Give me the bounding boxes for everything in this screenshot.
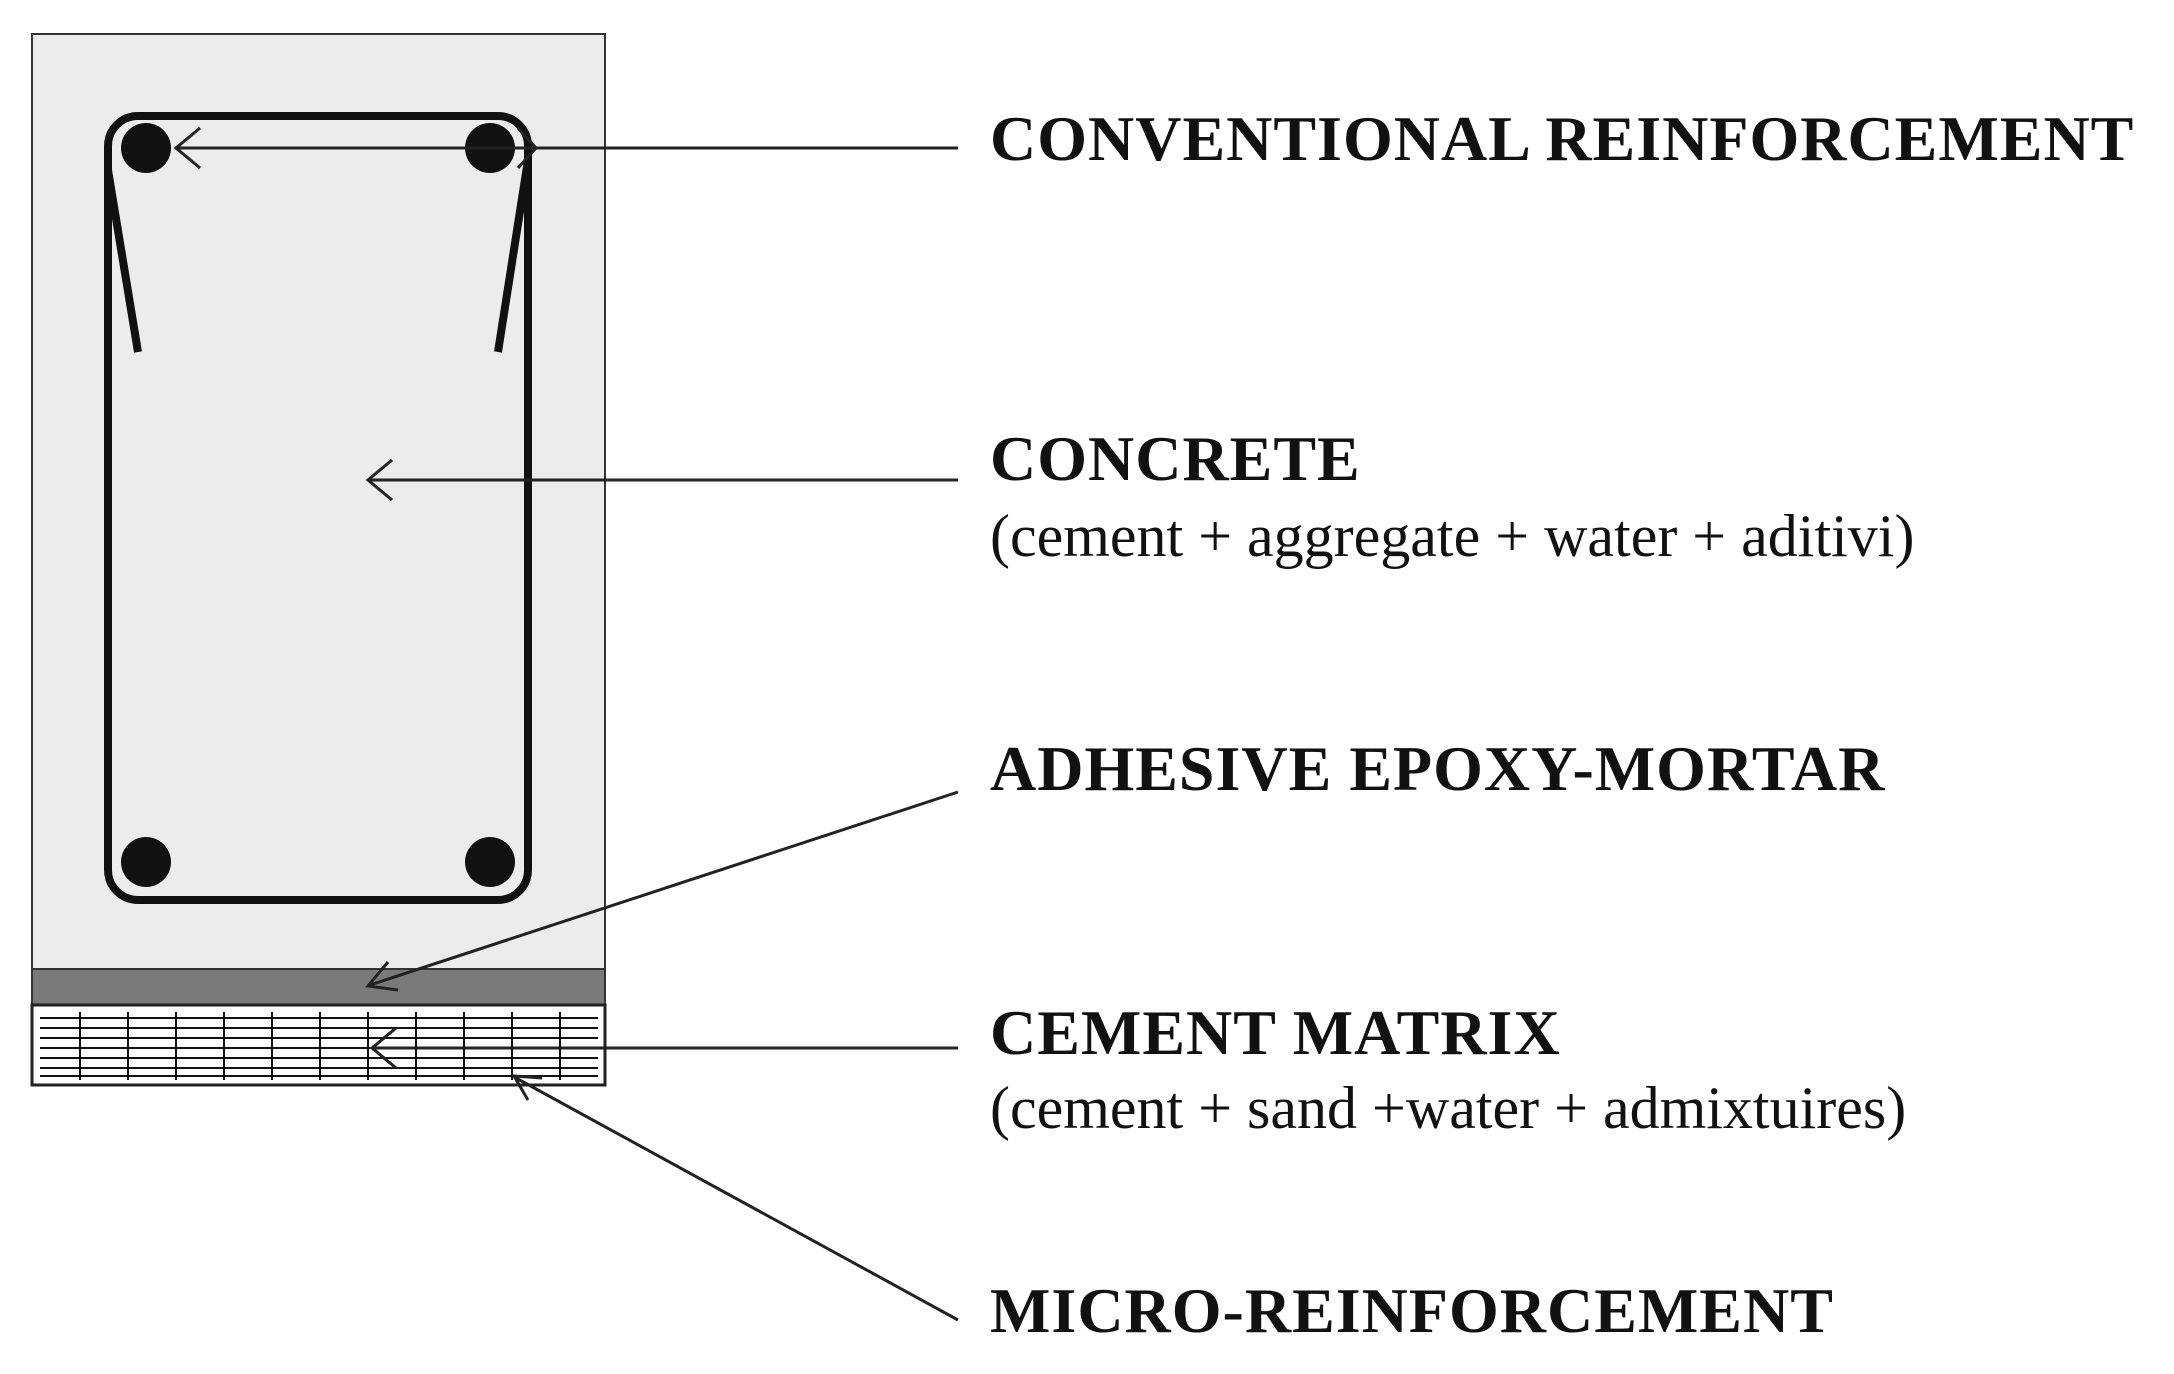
cement-matrix-layer [30,1003,607,1087]
epoxy-mortar-layer [31,968,606,1006]
label-conventional-reinforcement: CONVENTIONAL REINFORCEMENT [990,103,2134,174]
concrete-section [31,33,606,970]
label-adhesive-epoxy-mortar: ADHESIVE EPOXY-MORTAR [990,733,1885,804]
micro-reinforcement-mesh [40,1012,598,1080]
rebar-top-left [121,123,171,173]
stirrup-hook-right [494,159,532,353]
rebar-bottom-right [465,837,515,887]
label-cement-matrix-composition: (cement + sand +water + admixtuires) [990,1075,1906,1141]
leader-micro-reinforcement [511,1074,959,1322]
label-concrete-composition: (cement + aggregate + water + aditivi) [990,503,1914,569]
leader-adhesive [365,790,959,992]
label-cement-matrix: CEMENT MATRIX [990,997,1561,1068]
label-concrete: CONCRETE [990,423,1361,494]
stirrup-hook-left [104,169,142,353]
leader-concrete [365,458,958,502]
rebar-bottom-left [121,837,171,887]
leader-conventional-reinforcement [173,126,958,170]
stirrup [104,112,532,904]
leader-cement-matrix [369,1026,958,1070]
label-micro-reinforcement: MICRO-REINFORCEMENT [990,1275,1834,1346]
